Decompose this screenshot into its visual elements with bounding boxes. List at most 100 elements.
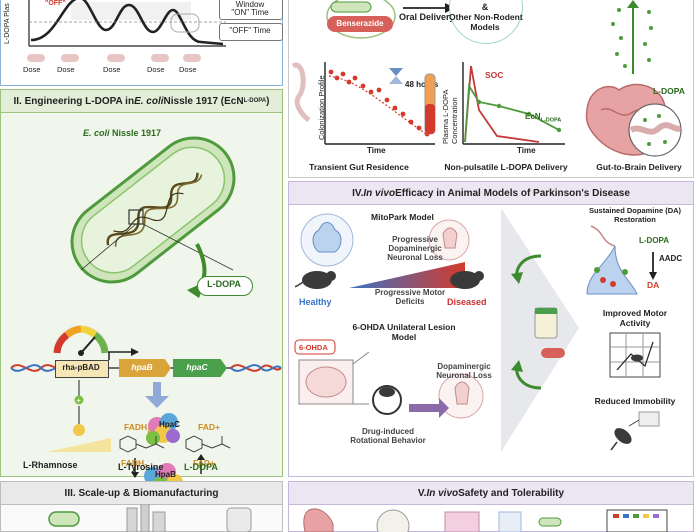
gut-brain-drawing (585, 0, 683, 157)
ohda-model-1: 6-OHDA Unilateral Lesion (352, 322, 456, 332)
mitopark-drawing (300, 213, 470, 288)
dopa-loss-2: Neuronal Loss (436, 371, 492, 380)
svg-text:+: + (77, 398, 81, 405)
hourglass-icon (389, 68, 403, 84)
gene-hpab (119, 359, 171, 377)
dose-label: Dose (57, 65, 75, 74)
tyrosine-label: L-Tyrosine (118, 462, 164, 472)
dose-label: Dose (179, 65, 197, 74)
ecn-label: EcNL-DOPA (525, 112, 562, 124)
synapse-drawing (586, 225, 657, 295)
ohda-model-2: Model (391, 332, 417, 342)
fad-label-2: FAD+ (198, 422, 220, 432)
dose-capsule (27, 54, 45, 62)
mouse-diseased-icon (450, 271, 484, 289)
dose-capsule (183, 54, 201, 62)
dose-label: Dose (147, 65, 165, 74)
benserazide-label: Benserazide (336, 19, 384, 28)
y-axis-label: L-DOPA Plas (4, 3, 11, 44)
time-label-2: Time (517, 146, 536, 155)
hours-label: 48 hours (405, 80, 439, 89)
diseased-label: Diseased (447, 297, 487, 307)
strain-label: E. coli Nissle 1917 (83, 128, 162, 138)
plasma-ylabel-2: Concentration (450, 97, 459, 144)
induction-gauge (53, 325, 109, 356)
panel-iv: IV. In vivo Efficacy in Animal Models of… (288, 181, 694, 477)
gene-hpac-label: hpaC (186, 362, 208, 372)
promoter-box (55, 360, 109, 378)
dose-row: Dose Dose Dose Dose Dose (23, 52, 223, 82)
dose-label: Dose (23, 65, 41, 74)
treatment-bottle (511, 254, 565, 390)
sustained-da-2: Restoration (614, 215, 656, 224)
open-field-grid (609, 332, 661, 378)
ldopa-output-label: L-DOPA (207, 279, 241, 289)
window-on-box (219, 0, 283, 20)
fad-label-1: FAD+ (193, 458, 215, 468)
panel-ii: II. Engineering L-DOPA in E. coli Nissle… (0, 89, 283, 510)
benserazide-pill (327, 16, 393, 32)
dopa-loss-1: Dopaminergic (437, 362, 491, 371)
reduced-immobility: Reduced Immobility (594, 396, 676, 406)
time-label-1: Time (367, 146, 386, 155)
prog-dopa-3: Neuronal Loss (387, 253, 443, 262)
caption-gut-brain: Gut-to-Brain Delivery (596, 162, 682, 172)
plasma-plot (424, 62, 565, 145)
hpab-label: HpaB (155, 470, 176, 479)
panel-iii-title: III. Scale-up & Biomanufacturing (1, 482, 282, 505)
plasma-ylabel-1: Plasma L-DOPA (441, 89, 450, 144)
bacterium-illustration (70, 136, 236, 298)
dose-capsule (151, 54, 169, 62)
panel-v-title: V. In vivo Safety and Tolerability (289, 482, 693, 505)
oral-delivery-label: Oral Delivery (399, 12, 455, 22)
dose-capsule (61, 54, 79, 62)
drug-rot-1: Drug-induced (362, 427, 414, 436)
dose-capsule (107, 54, 125, 62)
caption-transient: Transient Gut Residence (309, 162, 409, 172)
gut-ldopa-label: L-DOPA (653, 86, 685, 96)
pharmacokinetic-plot (28, 0, 226, 47)
gene-hpac (173, 359, 227, 377)
soc-label: SOC (485, 70, 504, 80)
panel-ii-title: II. Engineering L-DOPA in E. coli Nissle… (1, 90, 282, 113)
rhamnose-label: L-Rhamnose (23, 460, 78, 470)
hanging-mouse-icon (610, 411, 660, 451)
panel-v: V. In vivo Safety and Tolerability (288, 481, 694, 532)
mitopark-label: MitoPark Model (371, 212, 434, 222)
motor-deficit-1: Progressive Motor (374, 288, 446, 297)
da-label: DA (647, 280, 660, 290)
panel-iv-title: IV. In vivo Efficacy in Animal Models of… (289, 182, 693, 205)
ldopa-structure (185, 435, 231, 453)
mouse-healthy-icon (295, 271, 336, 289)
sustained-da-1: Sustained Dopamine (DA) (588, 206, 682, 215)
fadh2-label-2: FADH2 (124, 422, 151, 435)
promoter-label: rha-pBAD (62, 363, 100, 372)
prog-dopa-2: Dopaminergic (388, 244, 442, 253)
colonization-ylabel: Colonization Profile (317, 75, 326, 140)
panel-iii: III. Scale-up & Biomanufacturing (0, 481, 283, 532)
synapse-ldopa-label: L-DOPA (639, 236, 670, 245)
caption-nonpulsatile: Non-pulsatile L-DOPA Delivery (444, 162, 568, 172)
aadc-label: AADC (659, 254, 683, 263)
improved-motor-2: Activity (619, 318, 651, 328)
panel-ii-bottom: FADH2 FAD+ L-Tyrosine L-DOPA (0, 420, 283, 477)
ohda-drawing (294, 339, 484, 419)
delivery-panel: Benserazide Oral Delivery & Other Non-Ro… (288, 0, 694, 178)
models-line1: Other Non-Rodent (449, 12, 523, 22)
window-on-line2: "ON" Time (231, 8, 269, 17)
biomanufacturing-icons (48, 504, 252, 532)
off-tag: "OFF" (45, 0, 66, 7)
gene-hpab-label: hpaB (131, 362, 153, 372)
window-on-line1: Window (235, 0, 265, 9)
ohda-tag: 6-OHDA (299, 343, 328, 352)
rhamnose-induction: + (47, 380, 111, 452)
tyrosine-structure (119, 435, 165, 453)
healthy-label: Healthy (299, 297, 332, 307)
safety-icons (303, 508, 668, 532)
amp-symbol: & (481, 2, 489, 12)
ldopa-output-bubble (197, 276, 253, 296)
ldopa-product-label: L-DOPA (184, 462, 218, 472)
motor-deficit-2: Deficits (395, 297, 425, 306)
models-line2: Models (470, 22, 500, 32)
prog-dopa-1: Progressive (392, 235, 438, 244)
